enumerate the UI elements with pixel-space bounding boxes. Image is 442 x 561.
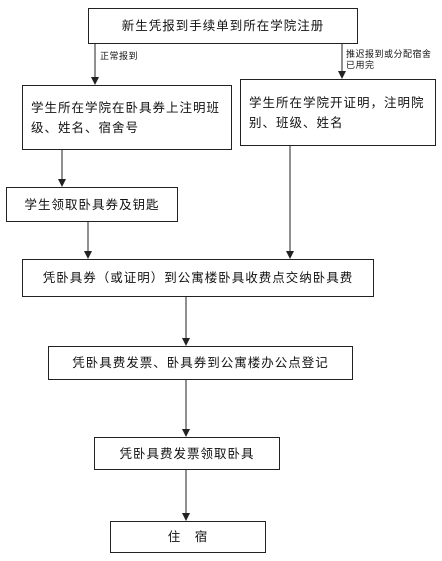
node-register-office: 凭卧具费发票、卧具券到公寓楼办公点登记 xyxy=(48,346,353,380)
node-college-certificate: 学生所在学院开证明，注明院别、班级、姓名 xyxy=(240,79,436,146)
node-collect-voucher-key: 学生领取卧具券及钥匙 xyxy=(6,187,178,222)
edge-label-normal: 正常报到 xyxy=(100,52,139,62)
node-collect-bedding: 凭卧具费发票领取卧具 xyxy=(94,437,280,470)
node-stay: 住 宿 xyxy=(110,521,266,553)
node-note-on-voucher: 学生所在学院在卧具券上注明班级、姓名、宿舍号 xyxy=(22,85,232,150)
edge-label-late: 推迟报到或分配宿舍已用完 xyxy=(346,50,432,72)
node-register: 新生凭报到手续单到所在学院注册 xyxy=(88,8,358,44)
node-pay-fee: 凭卧具券（或证明）到公寓楼卧具收费点交纳卧具费 xyxy=(22,259,374,297)
